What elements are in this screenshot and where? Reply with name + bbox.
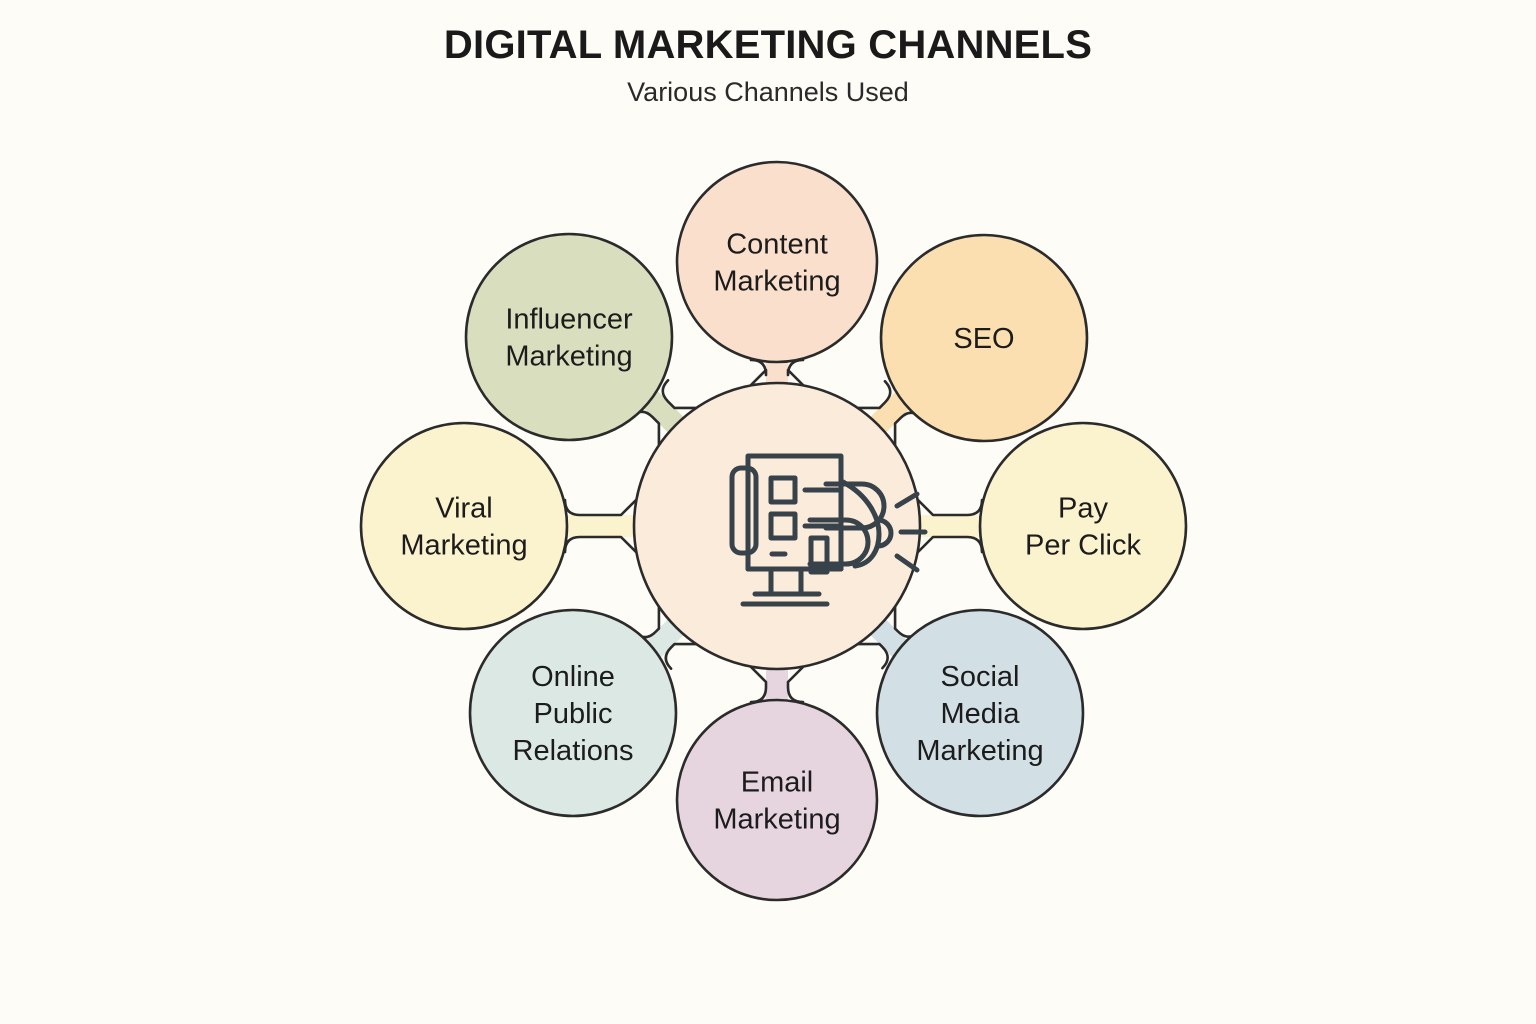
channel-label-line: Per Click bbox=[1025, 530, 1142, 562]
connector-fill bbox=[868, 391, 912, 435]
connector-fill bbox=[641, 390, 686, 435]
channel-label-line: SEO bbox=[953, 323, 1014, 355]
channel-label-line: Marketing bbox=[400, 530, 527, 562]
channel-bubble[interactable] bbox=[978, 421, 1188, 631]
channel-label-line: Marketing bbox=[916, 735, 1043, 767]
channel-bubble[interactable] bbox=[464, 232, 674, 442]
connector-edge bbox=[786, 665, 805, 704]
connector-edge bbox=[749, 358, 768, 387]
channel-bubble[interactable] bbox=[675, 698, 879, 902]
hub-node[interactable] bbox=[632, 381, 928, 671]
channel-label-line: Social bbox=[941, 661, 1020, 693]
channel-bubble[interactable] bbox=[875, 608, 1085, 818]
hub-circle[interactable] bbox=[632, 381, 922, 671]
connector-edge bbox=[916, 498, 984, 517]
connector-fill bbox=[565, 515, 636, 537]
connector-edge bbox=[857, 380, 892, 410]
channel-label-line: Marketing bbox=[713, 804, 840, 836]
connector-fill bbox=[766, 667, 788, 702]
channel-label-line: Pay bbox=[1058, 493, 1108, 525]
channel-label-line: Content bbox=[726, 229, 828, 261]
channel-label-line: Marketing bbox=[505, 341, 632, 373]
connector-edge bbox=[786, 358, 805, 387]
channel-bubble[interactable] bbox=[879, 233, 1089, 443]
connector-edge bbox=[664, 642, 697, 670]
channel-label-line: Online bbox=[531, 661, 615, 693]
connector-edge bbox=[916, 535, 984, 554]
channel-label-line: Relations bbox=[513, 735, 634, 767]
channel-bubble[interactable] bbox=[468, 608, 678, 818]
connector-fill bbox=[918, 515, 982, 537]
digital-marketing-megaphone-icon bbox=[729, 453, 928, 607]
connector-edge bbox=[563, 535, 638, 554]
channel-node-seo[interactable]: SEO bbox=[879, 233, 1089, 443]
connector-edge bbox=[749, 665, 768, 704]
connector-fill bbox=[766, 360, 788, 385]
connector-edge bbox=[563, 498, 638, 517]
channel-label-line: Email bbox=[741, 767, 814, 799]
channel-label-line: Viral bbox=[435, 493, 493, 525]
connector-edge bbox=[857, 642, 889, 670]
channel-label-line: Media bbox=[941, 698, 1021, 730]
channel-label-line: Marketing bbox=[713, 266, 840, 298]
channel-bubble[interactable] bbox=[359, 421, 569, 631]
connector-edge bbox=[661, 379, 697, 410]
channel-label-line: Public bbox=[534, 698, 613, 730]
channel-bubble[interactable] bbox=[675, 160, 879, 364]
channel-label-line: Influencer bbox=[505, 304, 633, 336]
